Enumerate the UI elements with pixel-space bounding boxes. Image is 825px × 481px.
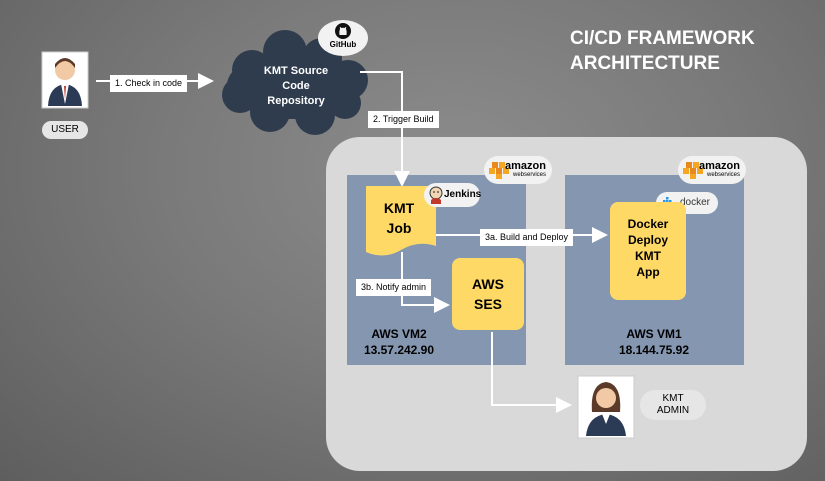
amazon-badge-vm1: amazon webservices [678, 156, 746, 184]
amazon-badge-vm2: amazon webservices [484, 156, 552, 184]
github-badge: GitHub [318, 20, 368, 56]
docker-deploy-box: Docker Deploy KMT App [610, 202, 686, 300]
jenkins-job-doc [366, 186, 436, 256]
title-line-1: CI/CD FRAMEWORK [570, 28, 755, 49]
source-repo-cloud [222, 30, 368, 135]
admin-line-2: ADMIN [656, 405, 690, 416]
vm1-name: AWS VM1 [626, 327, 682, 341]
docker-label: docker [680, 197, 711, 208]
repo-line-1: KMT Source [263, 65, 329, 77]
step-2-label: 2. Trigger Build [368, 111, 439, 128]
diagram-title: CI/CD FRAMEWORK ARCHITECTURE [570, 26, 810, 76]
admin-label: KMT ADMIN [640, 390, 706, 420]
github-label: GitHub [329, 40, 357, 49]
docker-line-3: KMT [635, 249, 661, 263]
amazon-sub: webservices [512, 172, 546, 178]
aws-ses-box: AWS SES [452, 258, 524, 330]
vm1-ip: 18.144.75.92 [618, 343, 690, 357]
docker-line-2: Deploy [627, 233, 668, 247]
vm2-label: AWS VM2 13.57.242.90 [354, 326, 444, 358]
arrow-notify-admin [401, 252, 450, 313]
jenkins-job: KMT Job [368, 198, 430, 238]
amazon-sub: webservices [706, 172, 740, 178]
step-1-label: 1. Check in code [110, 75, 188, 92]
title-line-2: ARCHITECTURE [570, 53, 720, 74]
job-line-1: KMT [383, 200, 415, 216]
vm1-label: AWS VM1 18.144.75.92 [606, 326, 702, 358]
user-avatar [41, 51, 89, 109]
job-line-2: Job [386, 220, 412, 236]
github-icon [335, 23, 351, 39]
amazon-brand: amazon [505, 160, 546, 172]
repo-line-3: Repository [267, 95, 325, 107]
step-3b-label: 3b. Notify admin [356, 279, 432, 296]
vm2-name: AWS VM2 [371, 327, 427, 341]
admin-avatar [577, 375, 635, 439]
repo-label: KMT Source Code Repository [244, 64, 348, 109]
aws-cubes-icon [683, 162, 703, 179]
docker-line-4: App [636, 265, 660, 279]
admin-line-1: KMT [662, 393, 684, 404]
arrow-trigger-build [360, 71, 410, 187]
user-label: USER [42, 121, 88, 139]
vm2-ip: 13.57.242.90 [363, 343, 435, 357]
ses-line-2: SES [473, 296, 502, 312]
aws-cubes-icon [489, 162, 509, 179]
step-3a-label: 3a. Build and Deploy [480, 229, 574, 246]
docker-line-1: Docker [627, 217, 669, 231]
arrow-ses-to-admin [491, 332, 572, 413]
jenkins-label: Jenkins [444, 189, 482, 200]
amazon-brand: amazon [699, 160, 740, 172]
jenkins-icon [429, 186, 443, 204]
ses-line-1: AWS [472, 276, 504, 292]
jenkins-badge: Jenkins [424, 183, 482, 207]
repo-line-2: Code [282, 80, 310, 92]
